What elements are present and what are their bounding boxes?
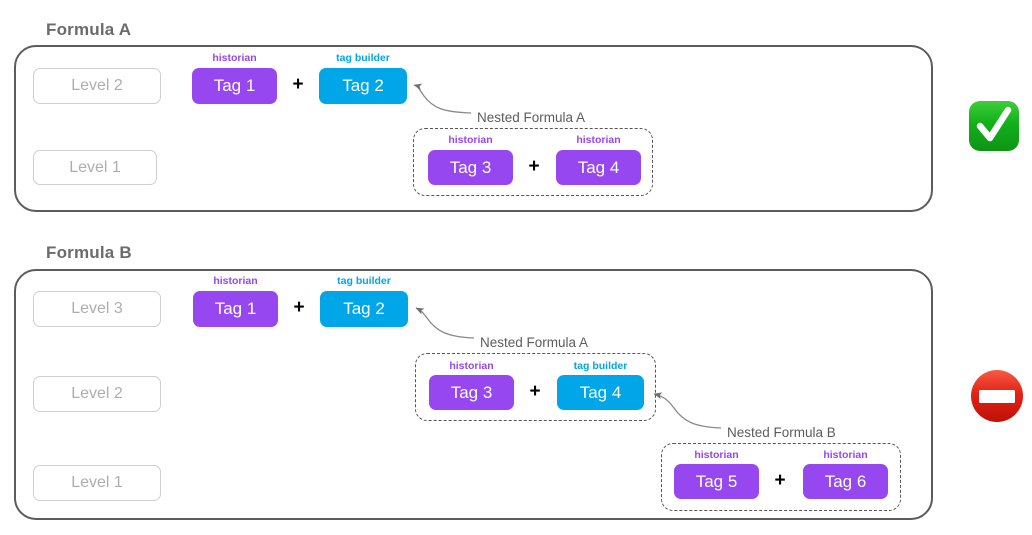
formula-a-tag4[interactable]: Tag 4: [556, 150, 641, 185]
formula-b-tag5-kind: historian: [694, 449, 739, 461]
formula-a-nested-a-callout: Nested Formula A: [477, 110, 586, 125]
tag-label: Tag 4: [577, 157, 620, 177]
formula-a-status-ok: [966, 95, 1022, 157]
tag-label: Tag 2: [342, 76, 384, 95]
formula-b-tag1-kind: historian: [213, 275, 258, 287]
formula-b-level-1: Level 1: [33, 465, 161, 501]
level-label: Level 2: [71, 385, 123, 402]
formula-b-level-3: Level 3: [33, 291, 161, 327]
tag-label: Tag 1: [214, 299, 257, 318]
formula-a-tag3-kind: historian: [448, 134, 493, 146]
formula-b-tag6-kind: historian: [823, 449, 868, 461]
formula-b-tag1[interactable]: Tag 1: [193, 291, 278, 327]
formula-a-tag4-kind: historian: [576, 134, 621, 146]
formula-b-tag2-kind: tag builder: [337, 275, 391, 287]
formula-b-tag3-kind: historian: [449, 360, 494, 372]
formula-b-status-blocked: [966, 365, 1028, 427]
formula-a-title: Formula A: [46, 20, 132, 39]
formula-b-operator: +: [293, 297, 305, 318]
level-label: Level 1: [71, 474, 123, 491]
formula-a-nested-a-group: [413, 128, 653, 196]
formula-b-tag2[interactable]: Tag 2: [320, 291, 408, 327]
tag-label: Tag 3: [450, 382, 493, 402]
tag-label: Tag 5: [695, 471, 738, 491]
formula-b-level-2: Level 2: [33, 376, 161, 412]
tag-label: Tag 4: [579, 382, 622, 402]
formula-a-tag2-kind: tag builder: [336, 52, 390, 64]
formula-b-nested-a-callout: Nested Formula A: [480, 335, 589, 350]
formula-b-nested-a-group: [415, 353, 656, 421]
tag-label: Tag 3: [449, 157, 492, 177]
formula-b-nested-b-callout: Nested Formula B: [727, 425, 836, 440]
formula-b-tag6[interactable]: Tag 6: [803, 464, 888, 499]
formula-a-nested-a-operator: +: [528, 156, 540, 177]
formula-a-operator: +: [292, 74, 304, 95]
formula-b-tag4[interactable]: Tag 4: [557, 375, 644, 410]
formula-b-nested-a-operator: +: [529, 381, 541, 402]
tag-label: Tag 2: [343, 299, 385, 318]
tag-label: Tag 6: [824, 471, 867, 491]
formula-a-tag2[interactable]: Tag 2: [319, 68, 407, 104]
formula-a-tag3[interactable]: Tag 3: [428, 150, 513, 185]
formula-b-tag4-kind: tag builder: [573, 360, 628, 372]
formula-b-title: Formula B: [46, 243, 132, 262]
formula-a-tag1-kind: historian: [212, 52, 257, 64]
formula-b-nested-b-operator: +: [774, 470, 786, 491]
formula-a-tag1[interactable]: Tag 1: [192, 68, 277, 104]
formula-b-nested-b-group: [661, 443, 901, 511]
level-label: Level 1: [69, 158, 121, 176]
level-label: Level 3: [71, 300, 123, 317]
formula-a-level-1: Level 1: [33, 150, 157, 185]
formula-b-tag3[interactable]: Tag 3: [429, 375, 514, 410]
formula-a-level-2: Level 2: [33, 68, 161, 104]
tag-label: Tag 1: [213, 76, 256, 95]
level-label: Level 2: [71, 77, 123, 94]
formula-b-tag5[interactable]: Tag 5: [674, 464, 759, 499]
